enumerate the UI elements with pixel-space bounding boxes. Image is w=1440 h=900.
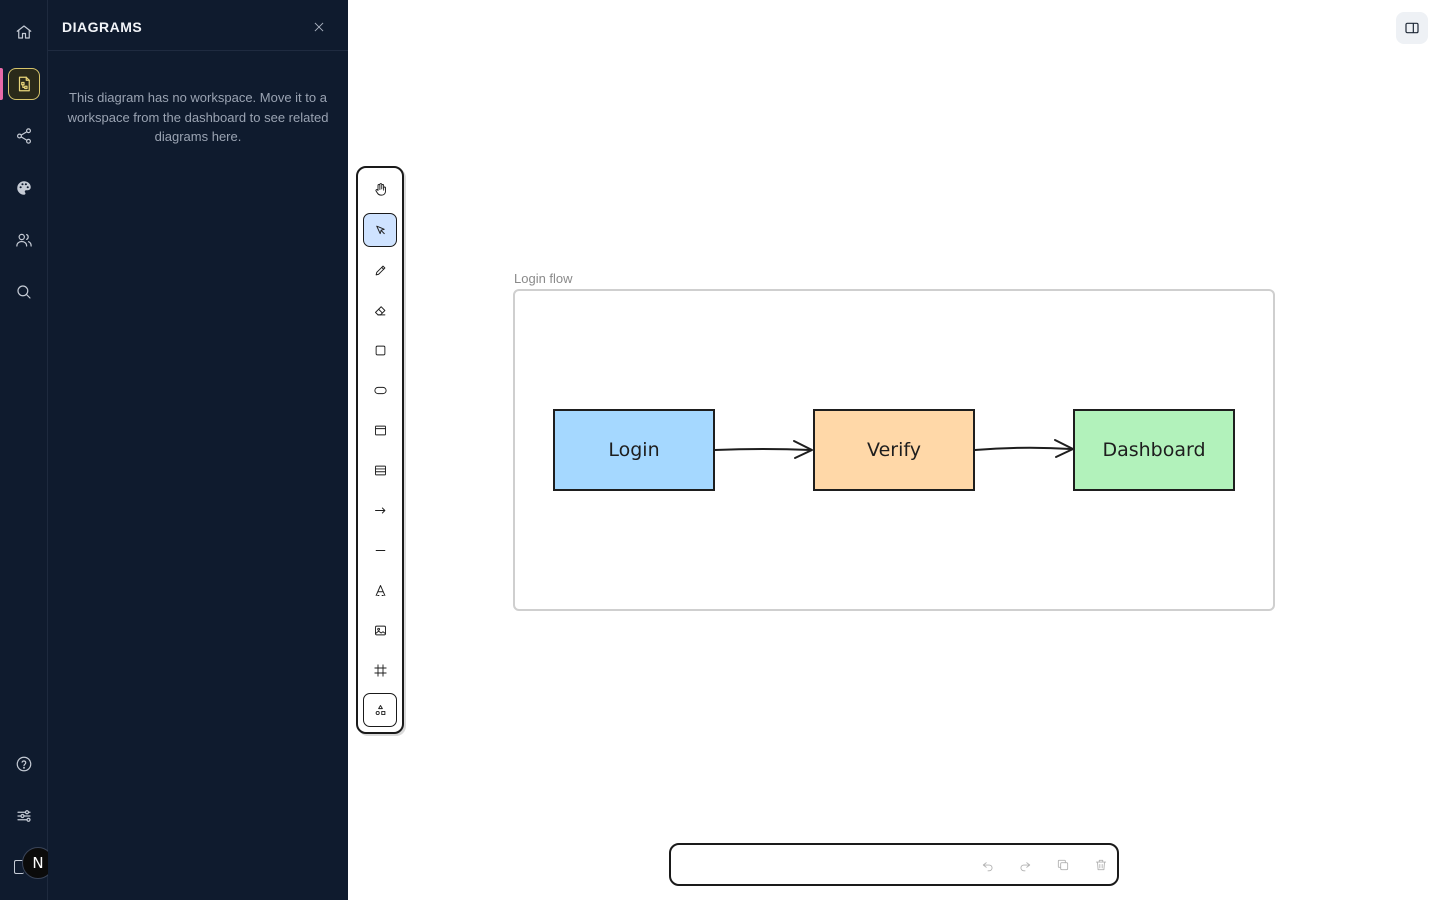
hand-tool[interactable]: [363, 172, 397, 206]
close-icon: [314, 22, 324, 32]
tool-palette: [356, 166, 404, 734]
frame-label[interactable]: Login flow: [514, 271, 573, 286]
arrow-icon: [374, 507, 385, 513]
close-panel-button[interactable]: [308, 16, 330, 38]
window-icon: [374, 425, 386, 435]
diagram-frame[interactable]: [513, 289, 1275, 611]
line-icon: [375, 549, 385, 551]
palette-icon[interactable]: [4, 168, 44, 208]
image-tool[interactable]: [363, 613, 397, 647]
table-icon: [374, 465, 386, 475]
node-dashboard[interactable]: Dashboard: [1073, 409, 1235, 491]
document-icon: [14, 860, 24, 874]
rectangle-icon: [375, 345, 385, 355]
home-icon[interactable]: [4, 12, 44, 52]
panel-header: DIAGRAMS: [48, 0, 348, 51]
ellipse-icon: [373, 386, 387, 394]
users-icon[interactable]: [4, 220, 44, 260]
node-label: Verify: [867, 439, 921, 461]
diagrams-panel: DIAGRAMS This diagram has no workspace. …: [48, 0, 348, 900]
text-icon: [375, 584, 385, 596]
line-tool[interactable]: [363, 533, 397, 567]
node-label: Login: [608, 439, 660, 461]
delete-button[interactable]: [1091, 855, 1111, 875]
arrow-tool[interactable]: [363, 493, 397, 527]
empty-state-message: This diagram has no workspace. Move it t…: [67, 90, 329, 144]
node-label: Dashboard: [1102, 439, 1206, 461]
duplicate-button[interactable]: [1053, 855, 1073, 875]
table-tool[interactable]: [363, 453, 397, 487]
eraser-tool[interactable]: [363, 293, 397, 327]
rectangle-tool[interactable]: [363, 333, 397, 367]
sidebar-toggle-icon: [1405, 22, 1419, 34]
select-pointer-icon: [375, 225, 385, 234]
node-verify[interactable]: Verify: [813, 409, 975, 491]
settings-sliders-icon[interactable]: [4, 796, 44, 836]
diagram-canvas[interactable]: Login flow Login Verify Dashboard: [348, 0, 1440, 900]
redo-icon: [1020, 862, 1031, 872]
undo-icon: [982, 862, 993, 872]
node-login[interactable]: Login: [553, 409, 715, 491]
diagram-icon[interactable]: [8, 68, 40, 100]
share-icon[interactable]: [4, 116, 44, 156]
eraser-icon: [374, 305, 385, 315]
toggle-panel-button[interactable]: [1396, 12, 1428, 44]
delete-icon: [1095, 859, 1107, 871]
pencil-icon: [375, 265, 385, 275]
panel-title: DIAGRAMS: [62, 19, 143, 35]
pencil-tool[interactable]: [363, 253, 397, 287]
window-tool[interactable]: [363, 413, 397, 447]
image-icon: [374, 625, 386, 635]
active-marker: [0, 68, 3, 100]
help-icon[interactable]: [4, 744, 44, 784]
undo-button[interactable]: [978, 855, 998, 875]
ellipse-tool[interactable]: [363, 373, 397, 407]
shapes-library-icon: [375, 704, 385, 715]
search-icon[interactable]: [4, 272, 44, 312]
redo-button[interactable]: [1015, 855, 1035, 875]
duplicate-icon: [1057, 859, 1069, 871]
shapes-library-tool[interactable]: [363, 693, 397, 727]
frame-icon: [373, 663, 387, 677]
left-rail: N: [0, 0, 54, 900]
text-tool[interactable]: [363, 573, 397, 607]
bottom-action-bar: [669, 843, 1119, 886]
select-tool[interactable]: [363, 213, 397, 247]
hand-icon: [374, 182, 386, 196]
frame-tool[interactable]: [363, 653, 397, 687]
